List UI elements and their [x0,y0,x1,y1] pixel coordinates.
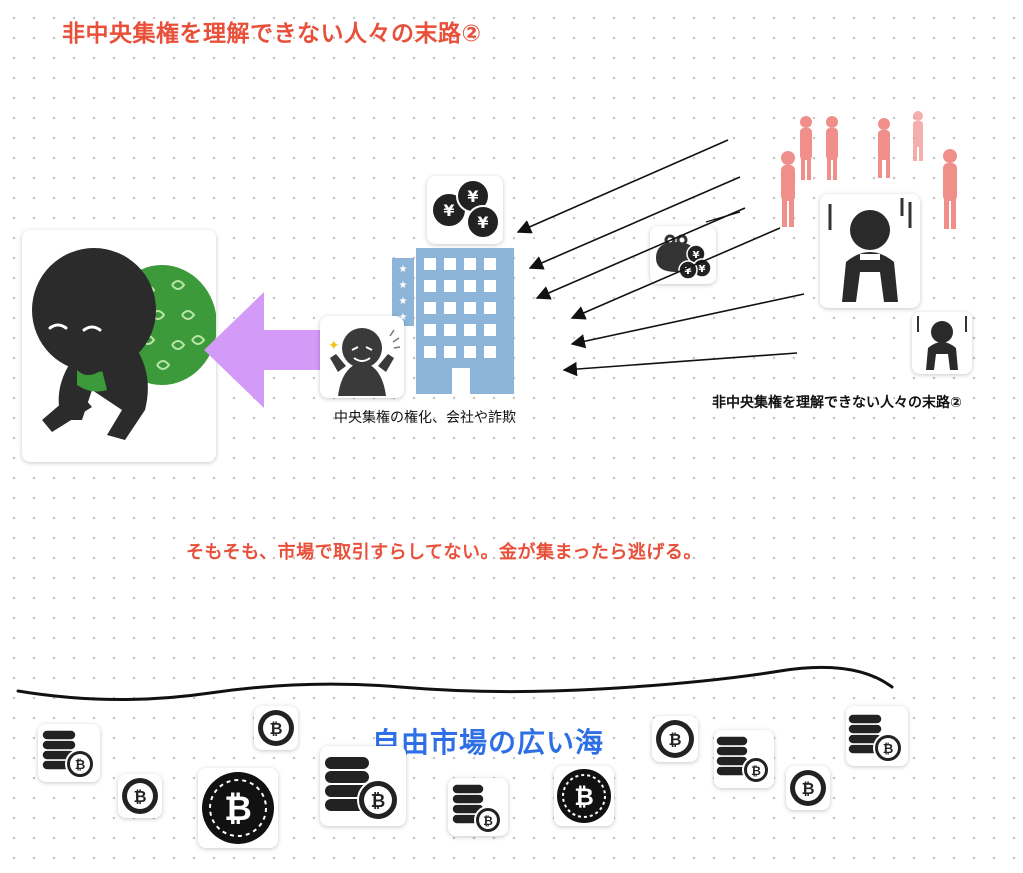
bitcoin-coin: ₿ [254,706,298,750]
despair-card-large [820,194,920,308]
sea-wave [16,665,894,701]
coin-stack-icon: ₿ [41,729,95,779]
office-building-icon: ★ ★ ★ ★ [392,248,514,394]
bitcoin-icon: ₿ [202,772,274,844]
villain-card: ✦ [320,316,404,398]
despair-person-icon [828,198,912,302]
svg-text:¥: ¥ [443,201,454,220]
caption: そもそも、市場で取引すらしてない。金が集まったら逃げる。 [186,542,702,563]
svg-text:₿: ₿ [371,791,386,812]
bitcoin-icon: ₿ [122,778,158,814]
svg-text:★: ★ [399,264,408,275]
svg-text:✦: ✦ [328,338,340,354]
coin-stack-icon: ₿ [847,713,903,763]
svg-text:★: ★ [399,312,408,323]
svg-text:¥: ¥ [477,213,488,232]
crowd-icon [781,111,957,229]
bitcoin-coin: ₿ [198,768,278,848]
central-label: 中央集権の権化、会社や詐欺 [334,410,516,426]
coin-stack-icon: ₿ [323,755,399,821]
bitcoin-coin: ₿ [786,766,830,810]
yen-coins-icon: ¥ ¥ ¥ [431,179,500,239]
svg-text:₿: ₿ [224,789,252,829]
bitcoin-coin: ₿ [554,766,614,826]
bitcoin-icon: ₿ [557,769,611,823]
yen-coins-card: ¥ ¥ ¥ [427,176,503,244]
svg-text:₿: ₿ [801,779,814,798]
svg-text:₿: ₿ [133,787,146,806]
bitcoin-icon: ₿ [656,720,694,758]
thief-icon [32,248,216,440]
svg-text:₿: ₿ [574,783,594,811]
svg-text:₿: ₿ [269,719,282,738]
coin-stack: ₿ [714,730,774,788]
escape-arrow-icon [204,292,320,408]
svg-text:₿: ₿ [75,758,86,773]
bitcoin-icon: ₿ [258,710,294,746]
villain-icon: ✦ [328,328,401,396]
svg-text:★: ★ [399,280,408,291]
victims-label: 非中央集権を理解できない人々の末路② [712,395,962,411]
svg-text:₿: ₿ [668,730,681,749]
bitcoin-icon: ₿ [790,770,826,806]
page-title: 非中央集権を理解できない人々の末路② [62,21,482,47]
svg-text:★: ★ [399,296,408,307]
sea-label: 自由市場の広い海 [372,726,605,759]
coin-stack: ₿ [448,778,508,836]
svg-text:¥: ¥ [693,250,700,261]
coin-stack: ₿ [38,724,100,782]
svg-text:₿: ₿ [883,742,894,757]
bitcoin-coin: ₿ [118,774,162,818]
bitcoin-coin: ₿ [652,716,698,762]
coin-stack-icon: ₿ [451,783,502,834]
coin-stack: ₿ [846,706,908,766]
svg-text:₿: ₿ [751,764,761,778]
coin-purse-icon: ¥¥¥ [656,234,712,280]
svg-text:¥: ¥ [467,187,478,206]
despair-card-small [912,312,972,374]
coin-stack: ₿ [320,746,406,826]
despair-person-icon [917,316,967,370]
thief-card [22,230,216,462]
coin-stack-icon: ₿ [715,735,770,784]
svg-text:¥: ¥ [685,266,692,277]
coin-purse-card: ¥¥¥ [650,226,716,284]
svg-text:₿: ₿ [483,814,493,828]
svg-text:¥: ¥ [699,264,706,275]
